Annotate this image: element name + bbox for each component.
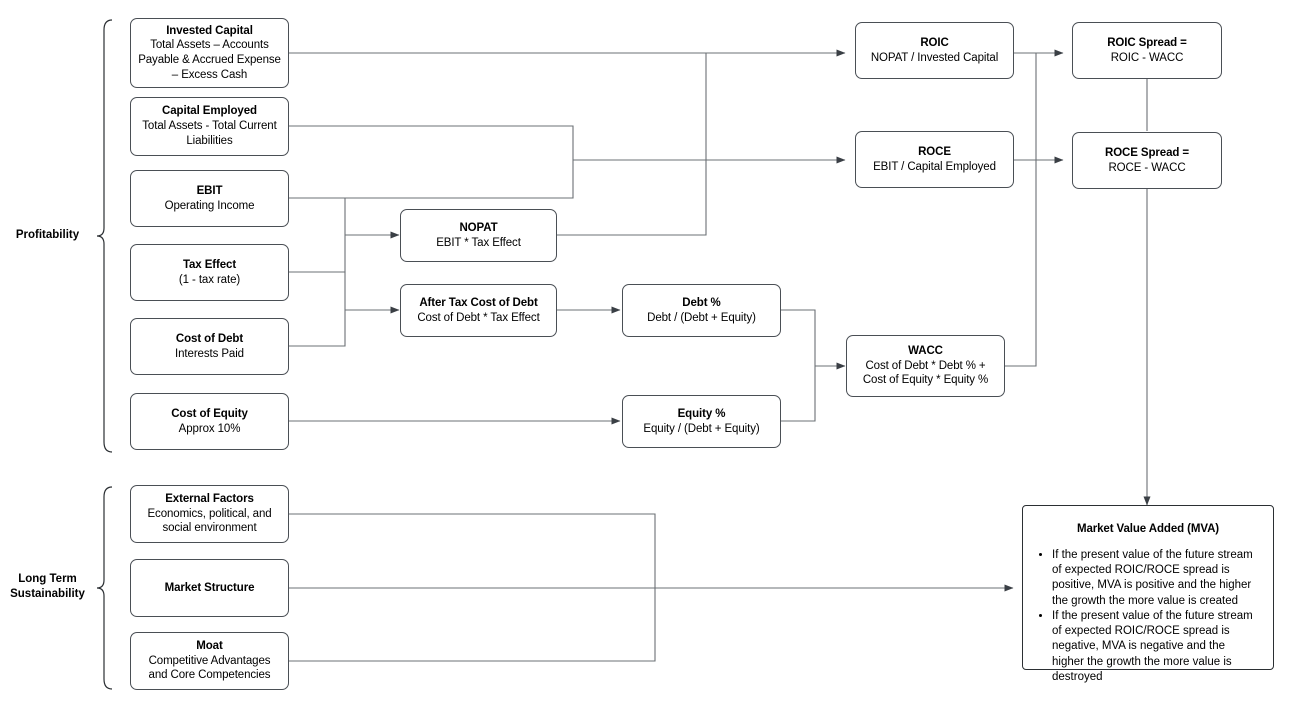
wire-wacc-to-spreads [1005, 160, 1037, 367]
node-equity-pct-subtitle: Equity / (Debt + Equity) [643, 422, 760, 435]
node-wacc-subtitle: Cost of Debt * Debt % + Cost of Equity *… [862, 359, 989, 387]
node-roce-spread[interactable]: ROCE Spread = ROCE - WACC [1072, 132, 1222, 189]
node-invested-capital-subtitle: Total Assets – Accounts Payable & Accrue… [138, 39, 281, 81]
node-nopat[interactable]: NOPAT EBIT * Tax Effect [400, 209, 557, 262]
node-debt-pct[interactable]: Debt % Debt / (Debt + Equity) [622, 284, 781, 337]
mva-bullet-positive: If the present value of the future strea… [1052, 548, 1259, 609]
node-after-tax-cost-of-debt-title: After Tax Cost of Debt [419, 296, 538, 309]
node-capital-employed[interactable]: Capital Employed Total Assets - Total Cu… [130, 97, 289, 156]
node-cost-of-debt-subtitle: Interests Paid [175, 347, 244, 360]
node-debt-pct-title: Debt % [682, 296, 721, 309]
node-roce-subtitle: EBIT / Capital Employed [873, 160, 996, 173]
wire-nopat-to-roic [557, 53, 707, 236]
bracket-profitability [96, 19, 113, 453]
node-roce[interactable]: ROCE EBIT / Capital Employed [855, 131, 1014, 188]
node-market-structure-title: Market Structure [164, 581, 255, 594]
wire-ebit-to-roce-junction [289, 160, 574, 199]
node-roce-spread-title: ROCE Spread = [1104, 146, 1190, 159]
node-invested-capital[interactable]: Invested Capital Total Assets – Accounts… [130, 18, 289, 88]
node-roic-subtitle: NOPAT / Invested Capital [870, 51, 999, 64]
wire-cost-of-debt-to-atcod [289, 310, 346, 347]
wire-capital-employed-to-roce [289, 125, 574, 160]
node-equity-pct[interactable]: Equity % Equity / (Debt + Equity) [622, 395, 781, 448]
group-label-sustainability-line1: Long Term [18, 573, 77, 585]
mva-bullet-negative: If the present value of the future strea… [1052, 609, 1259, 685]
node-ebit-title: EBIT [196, 184, 223, 197]
wire-tax-effect-to-nopat [289, 235, 346, 273]
node-cost-of-equity-subtitle: Approx 10% [178, 422, 241, 435]
node-external-factors-subtitle: Economics, political, and social environ… [147, 507, 272, 535]
node-after-tax-cost-of-debt[interactable]: After Tax Cost of Debt Cost of Debt * Ta… [400, 284, 557, 337]
node-market-structure[interactable]: Market Structure [130, 559, 289, 617]
node-market-value-added[interactable]: Market Value Added (MVA) If the present … [1022, 505, 1274, 683]
node-tax-effect-title: Tax Effect [182, 258, 237, 271]
node-roic-title: ROIC [920, 36, 949, 49]
node-ebit[interactable]: EBIT Operating Income [130, 170, 289, 227]
node-after-tax-cost-of-debt-subtitle: Cost of Debt * Tax Effect [417, 311, 540, 324]
node-market-value-added-bullets: If the present value of the future strea… [1037, 548, 1259, 686]
node-cost-of-equity[interactable]: Cost of Equity Approx 10% [130, 393, 289, 450]
wire-equity-pct-to-wacc [781, 366, 816, 422]
node-roic-spread[interactable]: ROIC Spread = ROIC - WACC [1072, 22, 1222, 79]
node-roic-spread-title: ROIC Spread = [1107, 36, 1187, 49]
node-roic-spread-subtitle: ROIC - WACC [1110, 51, 1184, 64]
node-moat-subtitle: Competitive Advantages and Core Competen… [148, 654, 271, 682]
bracket-sustainability [96, 486, 113, 690]
wire-ebit-to-nopat [289, 197, 346, 235]
wire-tax-effect-to-atcod [289, 271, 346, 310]
node-nopat-title: NOPAT [459, 221, 498, 234]
node-debt-pct-subtitle: Debt / (Debt + Equity) [647, 311, 756, 324]
node-equity-pct-title: Equity % [677, 407, 726, 420]
node-moat-title: Moat [196, 639, 223, 652]
group-label-sustainability-line2: Sustainability [10, 587, 85, 600]
wire-roic-spread-feed [1035, 49, 1064, 160]
wire-debt-pct-to-wacc [781, 309, 816, 366]
group-label-profitability-text: Profitability [15, 229, 80, 241]
group-label-sustainability: Long Term Sustainability [0, 572, 95, 602]
node-cost-of-debt-title: Cost of Debt [175, 332, 244, 345]
node-wacc[interactable]: WACC Cost of Debt * Debt % + Cost of Equ… [846, 335, 1005, 397]
node-capital-employed-subtitle: Total Assets - Total Current Liabilities [142, 120, 277, 147]
node-cost-of-debt[interactable]: Cost of Debt Interests Paid [130, 318, 289, 375]
node-external-factors-title: External Factors [165, 492, 254, 505]
node-tax-effect[interactable]: Tax Effect (1 - tax rate) [130, 244, 289, 301]
node-market-value-added-title: Market Value Added (MVA) [1076, 523, 1219, 535]
node-ebit-subtitle: Operating Income [164, 199, 255, 212]
wire-moat-to-mva [289, 588, 656, 662]
node-external-factors[interactable]: External Factors Economics, political, a… [130, 485, 289, 543]
node-nopat-subtitle: EBIT * Tax Effect [436, 236, 521, 249]
node-moat[interactable]: Moat Competitive Advantages and Core Com… [130, 632, 289, 690]
node-invested-capital-title: Invested Capital [166, 24, 253, 37]
node-wacc-title: WACC [908, 344, 943, 357]
node-roic[interactable]: ROIC NOPAT / Invested Capital [855, 22, 1014, 79]
node-cost-of-equity-title: Cost of Equity [171, 407, 248, 420]
wire-external-factors-to-mva [289, 513, 656, 588]
node-capital-employed-title: Capital Employed [162, 105, 257, 118]
node-tax-effect-subtitle: (1 - tax rate) [178, 273, 241, 286]
node-roce-title: ROCE [918, 145, 951, 158]
node-roce-spread-subtitle: ROCE - WACC [1108, 161, 1186, 174]
group-label-profitability: Profitability [0, 228, 95, 243]
